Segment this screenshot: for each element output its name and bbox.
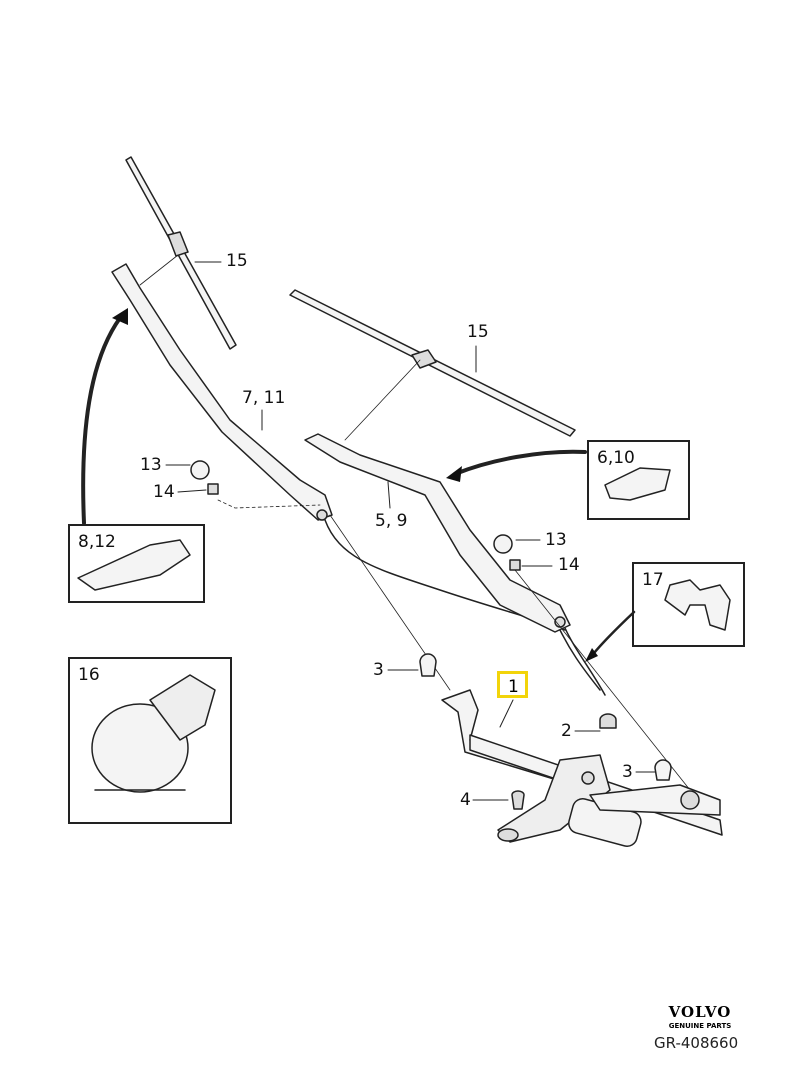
nozzle-right-drawing [604,467,671,501]
detail-label-clip: 17 [642,570,664,590]
cap-left [190,460,210,480]
cap-right [493,534,513,554]
brand-subtitle: GENUINE PARTS [668,1022,732,1030]
callout-cap-left: 13 [140,455,162,475]
callout-nut-right: 14 [558,555,580,575]
clip-drawing [664,579,731,631]
callout-blade-left: 15 [226,251,248,271]
nozzle-left-drawing [77,539,191,591]
wiper-blade-left [125,156,237,350]
leader-lines [165,261,657,801]
callout-screw: 4 [460,790,471,810]
brand-name: VOLVO [668,1003,732,1021]
callout-arm-left: 7, 11 [242,388,286,408]
callout-bolt-left: 3 [373,660,384,680]
arrow-heads [112,308,598,662]
callout-arm-right: 5, 9 [375,511,408,531]
callout-blade-right: 15 [467,322,489,342]
callout-linkage-highlight[interactable]: 1 [497,671,528,698]
detail-label-nozzle-left: 8,12 [78,532,116,552]
detail-box-sensor: 16 [68,657,232,824]
rain-sensor-drawing [91,674,216,793]
callout-nut-left: 14 [153,482,175,502]
detail-box-clip: 17 [632,562,745,647]
callout-grommet: 2 [561,721,572,741]
wiper-blade-right [289,289,576,437]
nut-right [509,559,521,571]
nut-left [207,483,219,495]
detail-label-nozzle-right: 6,10 [597,448,635,468]
detail-box-nozzle-left: 8,12 [68,524,205,603]
diagram-reference: GR-408660 [654,1034,739,1052]
detail-box-nozzle-right: 6,10 [587,440,690,520]
callout-bolt-right: 3 [622,762,633,782]
detail-label-sensor: 16 [78,665,100,685]
wiper-arm-right [304,433,606,696]
volvo-logo: VOLVO GENUINE PARTS [655,1003,745,1030]
callout-cap-right: 13 [545,530,567,550]
callout-linkage: 1 [508,677,519,697]
wiper-linkage-motor [419,653,723,847]
